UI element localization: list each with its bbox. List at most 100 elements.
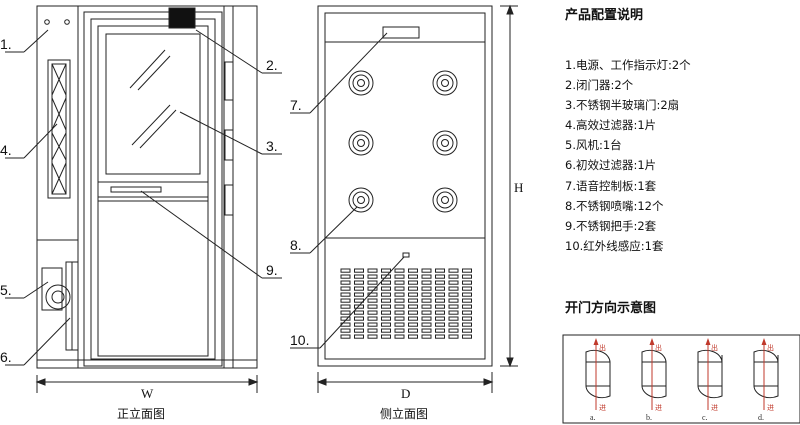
vent-slot bbox=[367, 304, 378, 309]
vent-slot bbox=[448, 268, 459, 273]
vent-slot bbox=[421, 274, 432, 279]
vent-slot bbox=[394, 280, 405, 285]
door-direction-title: 开门方向示意图 bbox=[565, 301, 657, 316]
vent-slot bbox=[354, 292, 364, 297]
vent-slot bbox=[435, 298, 445, 303]
vent-slot bbox=[421, 298, 432, 303]
infrared-sensor bbox=[402, 252, 410, 258]
door-variant-label: d. bbox=[758, 413, 764, 422]
vent-slot bbox=[394, 268, 405, 273]
vent-slot bbox=[367, 310, 378, 315]
callout-9: 9. bbox=[266, 262, 278, 278]
vent-slot bbox=[421, 310, 432, 315]
vent-slot bbox=[435, 328, 445, 333]
vent-slot bbox=[462, 268, 472, 273]
vent-slot bbox=[462, 322, 472, 327]
callout-7: 7. bbox=[290, 97, 302, 113]
vent-slot bbox=[367, 268, 378, 273]
side-view-caption: 侧立面图 bbox=[380, 406, 428, 421]
vent-slot bbox=[408, 334, 418, 339]
door-in-label: 进 bbox=[655, 404, 662, 412]
vent-slot bbox=[394, 322, 405, 327]
vent-slot bbox=[408, 286, 418, 291]
nozzle bbox=[432, 187, 458, 213]
vent-slot bbox=[435, 280, 445, 285]
config-item: 8.不锈钢喷嘴:12个 bbox=[565, 198, 664, 213]
vent-slot bbox=[340, 304, 351, 309]
vent-slot bbox=[340, 292, 351, 297]
vent-slot bbox=[394, 298, 405, 303]
vent-slot bbox=[421, 286, 432, 291]
config-item: 10.红外线感应:1套 bbox=[565, 238, 664, 253]
vent-slot bbox=[448, 298, 459, 303]
vent-slot bbox=[462, 316, 472, 321]
vent-slot bbox=[421, 268, 432, 273]
vent-slot bbox=[435, 316, 445, 321]
vent-slot bbox=[408, 268, 418, 273]
vent-slot bbox=[340, 286, 351, 291]
vent-slot bbox=[394, 304, 405, 309]
vent-slot bbox=[435, 322, 445, 327]
vent-slot bbox=[448, 274, 459, 279]
vent-slot bbox=[394, 274, 405, 279]
vent-slot bbox=[367, 280, 378, 285]
vent-slot bbox=[421, 292, 432, 297]
callout-1: 1. bbox=[0, 36, 12, 52]
vent-slot bbox=[435, 334, 445, 339]
glass-window bbox=[105, 33, 201, 175]
vent-slot bbox=[448, 322, 459, 327]
front-view-caption: 正立面图 bbox=[117, 406, 165, 421]
hepa-filter bbox=[47, 59, 71, 199]
vent-slot bbox=[408, 298, 418, 303]
door-out-label: 出 bbox=[767, 343, 774, 352]
nozzle-grid bbox=[348, 70, 458, 213]
vent-slot bbox=[448, 304, 459, 309]
nozzle bbox=[432, 130, 458, 156]
vent-slot bbox=[340, 280, 351, 285]
vent-slot bbox=[394, 328, 405, 333]
config-item: 1.电源、工作指示灯:2个 bbox=[565, 58, 691, 72]
vent-slot bbox=[421, 334, 432, 339]
vent-slot bbox=[462, 334, 472, 339]
vent-slot bbox=[462, 298, 472, 303]
vent-slot bbox=[408, 274, 418, 279]
vent-slot bbox=[381, 298, 391, 303]
door-variant-label: a. bbox=[590, 413, 596, 422]
vent-slot bbox=[367, 286, 378, 291]
vent-slot bbox=[435, 292, 445, 297]
vent-slot bbox=[421, 316, 432, 321]
door-in-label: 进 bbox=[767, 404, 774, 412]
config-item: 4.高效过滤器:1片 bbox=[565, 118, 657, 133]
vent-slot bbox=[381, 334, 391, 339]
vent-slot bbox=[381, 316, 391, 321]
vent-slot bbox=[394, 316, 405, 321]
vent-slot bbox=[408, 328, 418, 333]
door-variant: 出进c. bbox=[697, 338, 723, 422]
depth-label: D bbox=[401, 386, 410, 401]
vent-slot bbox=[340, 268, 351, 273]
door-variant: 出进b. bbox=[641, 338, 667, 422]
vent-slot bbox=[408, 292, 418, 297]
vent-slot bbox=[354, 268, 364, 273]
vent-slot bbox=[408, 280, 418, 285]
callout-3: 3. bbox=[266, 138, 278, 154]
door-variant: 出进a. bbox=[585, 338, 611, 422]
vent-slot bbox=[340, 274, 351, 279]
vent-slot bbox=[381, 292, 391, 297]
vent-slot bbox=[381, 274, 391, 279]
vent-slot bbox=[367, 298, 378, 303]
door-variant-label: c. bbox=[702, 413, 708, 422]
vent-slot bbox=[367, 292, 378, 297]
voice-control-board bbox=[382, 26, 420, 39]
config-item: 5.风机:1台 bbox=[565, 138, 622, 153]
door-in-label: 进 bbox=[711, 404, 718, 412]
vent-slot bbox=[448, 292, 459, 297]
vent-slot bbox=[354, 304, 364, 309]
config-item: 7.语音控制板:1套 bbox=[565, 178, 657, 193]
nozzle bbox=[348, 70, 374, 96]
vent-slot bbox=[448, 286, 459, 291]
indicator-light bbox=[44, 19, 50, 25]
config-item: 9.不锈钢把手:2套 bbox=[565, 218, 657, 233]
side-callout-leaders bbox=[290, 32, 405, 349]
fan bbox=[41, 267, 63, 311]
